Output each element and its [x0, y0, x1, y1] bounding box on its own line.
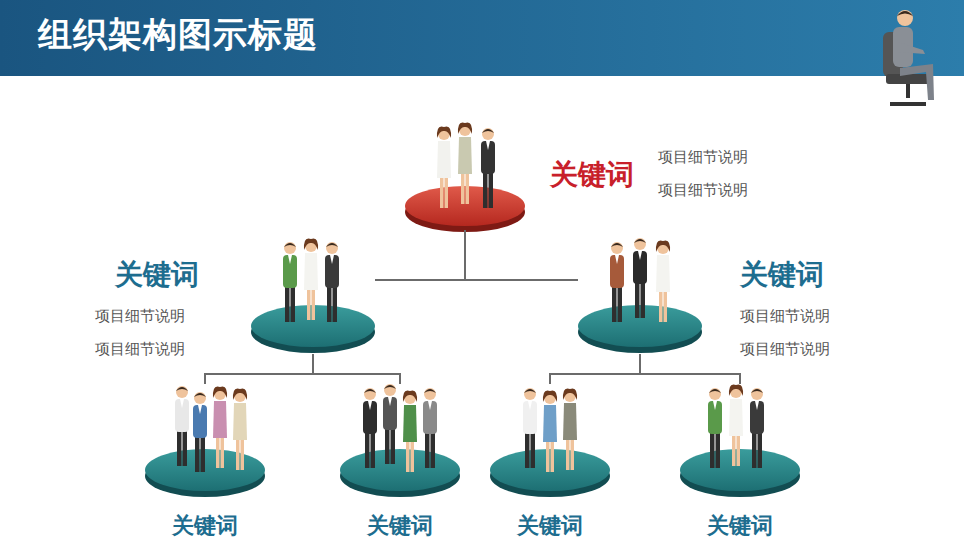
- keyword-label: 关键词: [550, 158, 634, 192]
- text-holder: 关键词: [363, 512, 437, 540]
- platform-group: [145, 386, 265, 497]
- detail-text: 项目细节说明: [95, 333, 185, 366]
- text-holder: 项目细节说明: [95, 300, 185, 333]
- text-holder: 项目细节说明: [740, 333, 830, 366]
- detail-text: 项目细节说明: [658, 174, 748, 207]
- team-platform: 关键词: [340, 384, 460, 498]
- text-holder: 项目细节说明: [95, 333, 185, 366]
- team-platform: 关键词: [145, 384, 265, 498]
- platform-group: [251, 238, 375, 353]
- detail-text: 项目细节说明: [740, 333, 830, 366]
- keyword-label: 关键词: [703, 512, 777, 540]
- team-platform: 关键词项目细节说明项目细节说明: [578, 232, 702, 354]
- chairman-figure: [883, 10, 934, 104]
- org-connector: [550, 354, 640, 384]
- platform-group: [340, 384, 460, 497]
- keyword-label: 关键词: [115, 258, 199, 292]
- detail-text: 项目细节说明: [658, 141, 748, 174]
- org-connector: [205, 354, 313, 384]
- detail-text: 项目细节说明: [95, 300, 185, 333]
- org-connector: [465, 230, 578, 280]
- text-holder: 关键词: [168, 512, 242, 540]
- text-holder: 关键词: [513, 512, 587, 540]
- page-title: 组织架构图示标题: [38, 12, 318, 58]
- keyword-label: 关键词: [513, 512, 587, 540]
- detail-text: 项目细节说明: [740, 300, 830, 333]
- team-platform: 关键词项目细节说明项目细节说明: [415, 118, 515, 230]
- team-platform: 关键词: [680, 384, 800, 498]
- platform-group: [490, 388, 610, 497]
- platform-group: [405, 122, 525, 232]
- text-holder: 关键词: [550, 158, 634, 192]
- platform-group: [578, 238, 702, 353]
- text-holder: 项目细节说明: [740, 300, 830, 333]
- header-bar: [0, 0, 964, 76]
- text-holder: 关键词: [703, 512, 777, 540]
- text-holder: 关键词: [115, 258, 199, 292]
- team-platform: 关键词项目细节说明项目细节说明: [251, 232, 375, 354]
- text-holder: 关键词: [740, 258, 824, 292]
- text-holder: 项目细节说明: [658, 141, 748, 174]
- org-connector: [313, 354, 400, 384]
- org-connector: [375, 230, 465, 280]
- keyword-label: 关键词: [168, 512, 242, 540]
- keyword-label: 关键词: [740, 258, 824, 292]
- keyword-label: 关键词: [363, 512, 437, 540]
- org-connector: [640, 354, 740, 384]
- platform-group: [680, 384, 800, 497]
- team-platform: 关键词: [490, 384, 610, 498]
- text-holder: 项目细节说明: [658, 174, 748, 207]
